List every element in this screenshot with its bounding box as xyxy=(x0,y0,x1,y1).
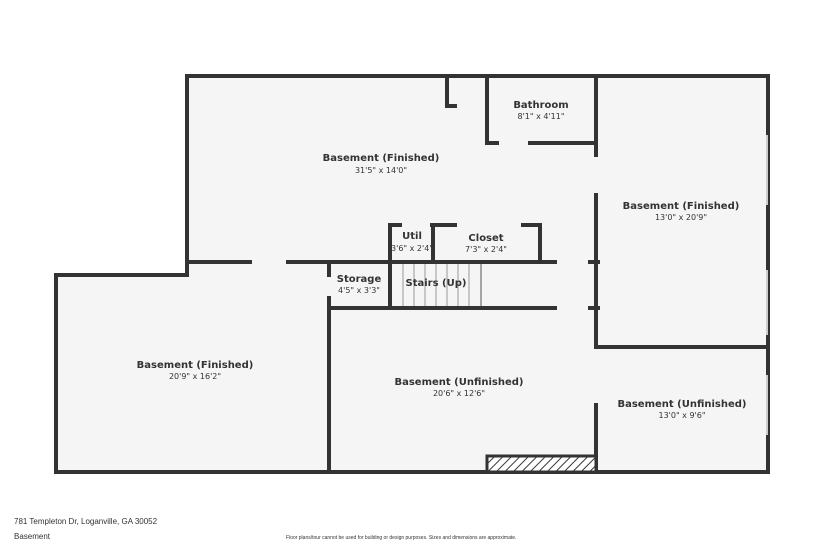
address: 781 Templeton Dr, Loganville, GA 30052 xyxy=(14,517,158,526)
room-name: Basement (Finished) xyxy=(623,201,740,212)
room-dims: 3'6" x 2'4" xyxy=(391,244,433,253)
room-dims: 20'9" x 16'2" xyxy=(169,372,221,381)
disclaimer: Floor plans/tour cannot be used for buil… xyxy=(286,535,517,541)
room-name: Basement (Unfinished) xyxy=(394,377,523,388)
room-dims: 20'6" x 12'6" xyxy=(433,389,485,398)
room-name: Basement (Finished) xyxy=(137,360,254,371)
room-name: Basement (Finished) xyxy=(323,153,440,164)
room-dims: 31'5" x 14'0" xyxy=(355,166,407,175)
floor-area xyxy=(56,76,768,472)
floor-label: Basement xyxy=(14,532,51,541)
room-labels: Basement (Finished) 31'5" x 14'0" Bathro… xyxy=(137,100,747,420)
room-dims: 7'3" x 2'4" xyxy=(465,245,507,254)
room-dims: 13'0" x 9'6" xyxy=(658,411,705,420)
hatched-area xyxy=(485,454,598,474)
walls xyxy=(54,74,770,474)
room-dims: 4'5" x 3'3" xyxy=(338,286,380,295)
room-name: Basement (Unfinished) xyxy=(617,399,746,410)
room-name: Bathroom xyxy=(513,100,568,111)
room-name: Closet xyxy=(468,233,503,244)
room-dims: 13'0" x 20'9" xyxy=(655,213,707,222)
stairs xyxy=(402,264,482,306)
room-name: Stairs (Up) xyxy=(406,278,467,289)
room-name: Storage xyxy=(337,274,382,285)
room-dims: 8'1" x 4'11" xyxy=(517,112,564,121)
room-name: Util xyxy=(402,231,422,242)
